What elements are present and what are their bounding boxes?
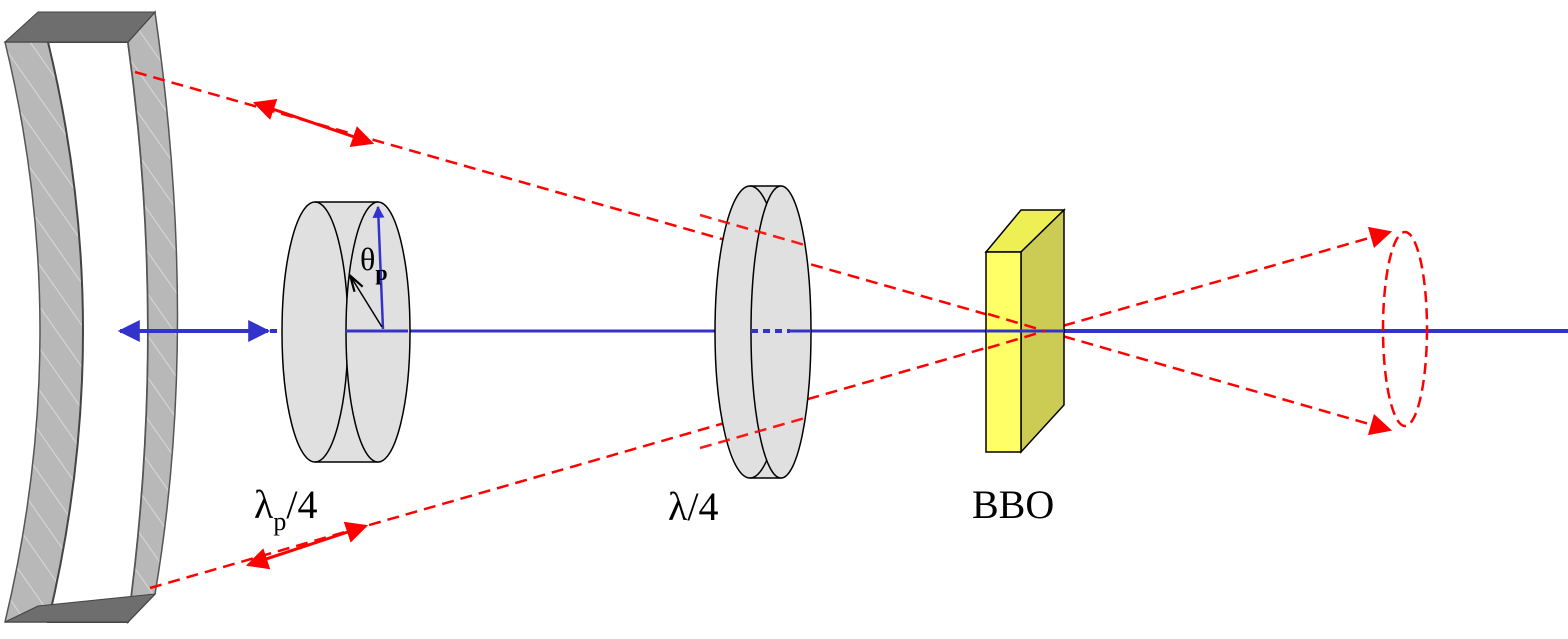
crystal-label: BBO xyxy=(972,482,1054,527)
theta-angle-arrow xyxy=(351,277,383,328)
lower-path-double-arrow xyxy=(245,521,369,570)
theta-label: θp xyxy=(360,241,388,285)
bbo-crystal xyxy=(984,208,1066,454)
quarter-waveplate xyxy=(699,185,812,479)
polarization-axis-arrow xyxy=(372,205,385,330)
waveplate-label: λ/4 xyxy=(668,484,719,529)
pump-waveplate xyxy=(281,201,411,463)
pump-waveplate-label: λp/4 xyxy=(254,482,318,536)
upper-path-double-arrow xyxy=(252,98,375,148)
downconverted-beams xyxy=(134,70,1429,590)
emission-cone-ellipse xyxy=(1381,230,1429,428)
curved-mirror xyxy=(3,10,179,625)
